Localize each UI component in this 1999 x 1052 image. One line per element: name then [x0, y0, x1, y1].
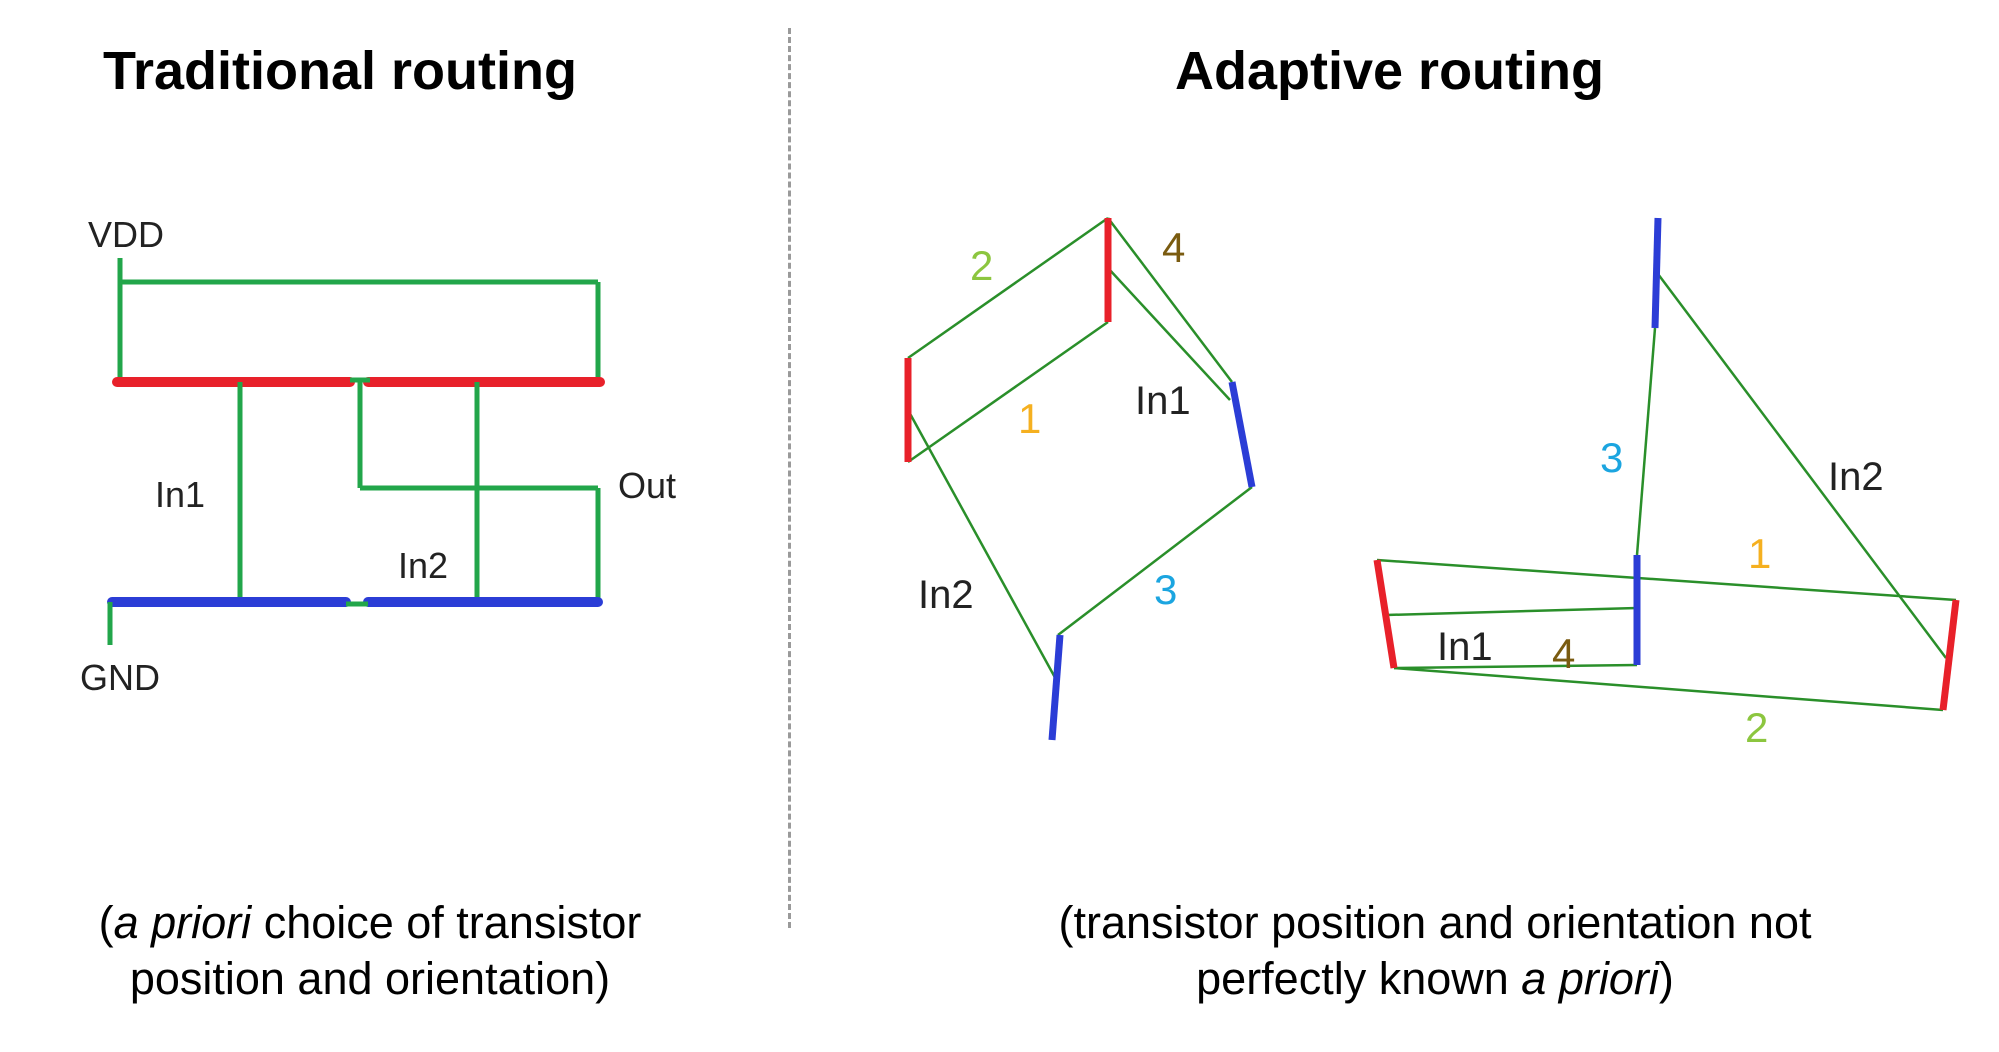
wire-1	[907, 320, 1109, 464]
out-label: Out	[618, 465, 676, 506]
nmos-b-top	[1651, 217, 1662, 329]
pmos-b-left	[1373, 559, 1398, 669]
caption-italic-a-priori: a priori	[113, 897, 252, 948]
wire-in2	[906, 409, 1060, 684]
wire-mid	[1385, 606, 1638, 617]
label-1: 1	[1018, 395, 1041, 442]
label-2: 2	[1745, 704, 1768, 751]
label-4: 4	[1162, 224, 1185, 271]
wire-in1	[1107, 267, 1231, 401]
caption-line2-start: perfectly known	[1196, 953, 1522, 1004]
wire-2	[1393, 666, 1944, 712]
vdd-label: VDD	[88, 214, 164, 255]
label-3: 3	[1600, 434, 1623, 481]
in2-label: In2	[398, 545, 448, 586]
adaptive-layout-b: 3 In2 1 In1 4 2	[1373, 217, 1960, 751]
label-1: 1	[1748, 530, 1771, 577]
label-3: 3	[1154, 566, 1177, 613]
label-in1: In1	[1437, 625, 1493, 669]
wire-1	[1376, 558, 1957, 602]
label-in1: In1	[1135, 379, 1191, 423]
in1-label: In1	[155, 474, 205, 515]
nmos-a-right	[1228, 381, 1256, 488]
label-2: 2	[970, 242, 993, 289]
gnd-label: GND	[80, 657, 160, 698]
caption-open-paren: (	[98, 897, 114, 948]
label-in2: In2	[1828, 455, 1884, 499]
caption-traditional: (a priori choice of transistor position …	[20, 895, 720, 1007]
caption-close-paren: )	[1658, 953, 1674, 1004]
caption-traditional-line1: (a priori choice of transistor	[20, 895, 720, 951]
wire-4	[1107, 217, 1233, 383]
title-adaptive-routing: Adaptive routing	[1175, 41, 1604, 101]
caption-adaptive-line1: (transistor position and orientation not	[1058, 897, 1812, 948]
panel-divider	[788, 28, 791, 928]
traditional-schematic: VDD GND In1 In2 Out	[80, 214, 676, 698]
label-in2: In2	[918, 573, 974, 617]
nmos-a-bottom	[1048, 634, 1064, 741]
wire-in2	[1657, 273, 1947, 659]
title-traditional-routing: Traditional routing	[103, 41, 577, 101]
wire-2	[907, 216, 1109, 360]
caption-italic-a-priori: a priori	[1521, 953, 1659, 1004]
wire-3	[1057, 486, 1253, 636]
wire-3	[1635, 327, 1657, 556]
caption-traditional-line2: position and orientation)	[129, 953, 611, 1004]
caption-adaptive: (transistor position and orientation not…	[960, 895, 1910, 1007]
adaptive-layout-a: 2 4 1 In1 In2 3	[904, 216, 1256, 741]
wire-4	[1393, 663, 1638, 670]
caption-adaptive-line2: perfectly known a priori)	[960, 951, 1910, 1007]
label-4: 4	[1552, 630, 1575, 677]
caption-line1-rest: choice of transistor	[251, 897, 642, 948]
pmos-b-right	[1939, 599, 1960, 711]
